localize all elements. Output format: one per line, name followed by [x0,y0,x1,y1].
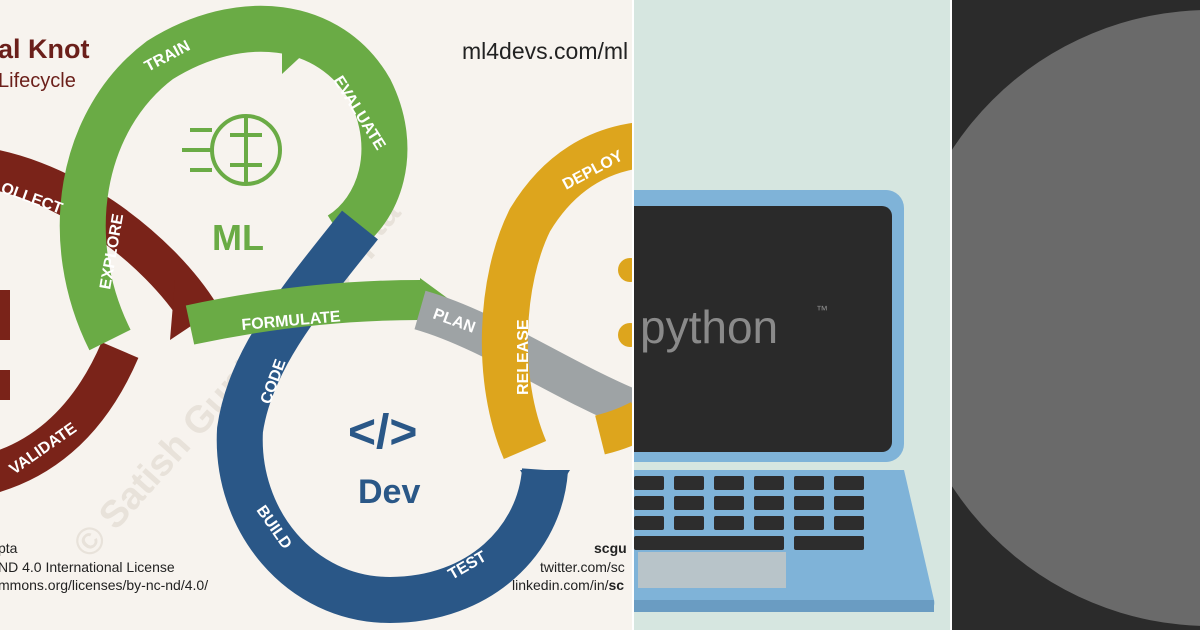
license-line-author: pta [0,540,18,556]
license-line-name: ND 4.0 International License [0,559,175,575]
social-twitter: twitter.com/sc [540,559,625,575]
formulate-band [185,280,421,345]
python-logo-text: python [640,301,778,353]
ml-loop-band [59,5,408,351]
ml-lifecycle-infographic: © Satish Gupta @scgupta ML </> Dev [0,0,634,630]
python-laptop-image: python ™ [634,0,952,630]
panel-divider [632,0,634,630]
gray-circle-graphic [952,10,1200,626]
gray-circle [952,10,1200,626]
ml-label: ML [212,217,264,258]
laptop-screen [634,206,892,452]
site-url: ml4devs.com/ml [462,38,629,64]
dev-label: Dev [358,473,420,511]
page-title: al Knot [0,34,90,64]
panel-divider-2 [950,0,952,630]
social-handle: scgu [594,540,627,556]
loop-label-release: RELEASE [515,319,532,395]
ops-icon-fragment [618,323,634,347]
lifecycle-knot-diagram: © Satish Gupta @scgupta ML </> Dev [0,5,634,624]
data-loop-lower-band [0,341,139,492]
ops-loop-lower-band [594,402,634,455]
gray-circle-image [952,0,1200,630]
ml-loop-arrowhead-train [282,20,310,74]
code-brackets-icon: </> [348,406,417,459]
dev-loop-band [216,210,568,624]
trademark-symbol: ™ [816,303,828,317]
laptop-illustration: python ™ [634,190,935,612]
license-line-url: mmons.org/licenses/by-nc-nd/4.0/ [0,577,209,593]
data-icon-fragment-lower [0,370,10,400]
gear-icon [618,258,634,282]
data-icon-fragment [0,290,10,340]
keyboard [634,476,864,550]
social-linkedin-prefix: linkedin.com/in/ [512,577,609,593]
laptop-base-edge [634,600,934,612]
page-subtitle: Lifecycle [0,70,76,92]
trackpad [638,552,786,588]
ops-loop-band [481,122,634,460]
brain-circuit-icon [182,114,282,186]
dev-loop-arrowhead [520,470,570,510]
social-linkedin: linkedin.com/in/sc [512,577,624,593]
social-linkedin-handle: sc [608,577,625,593]
